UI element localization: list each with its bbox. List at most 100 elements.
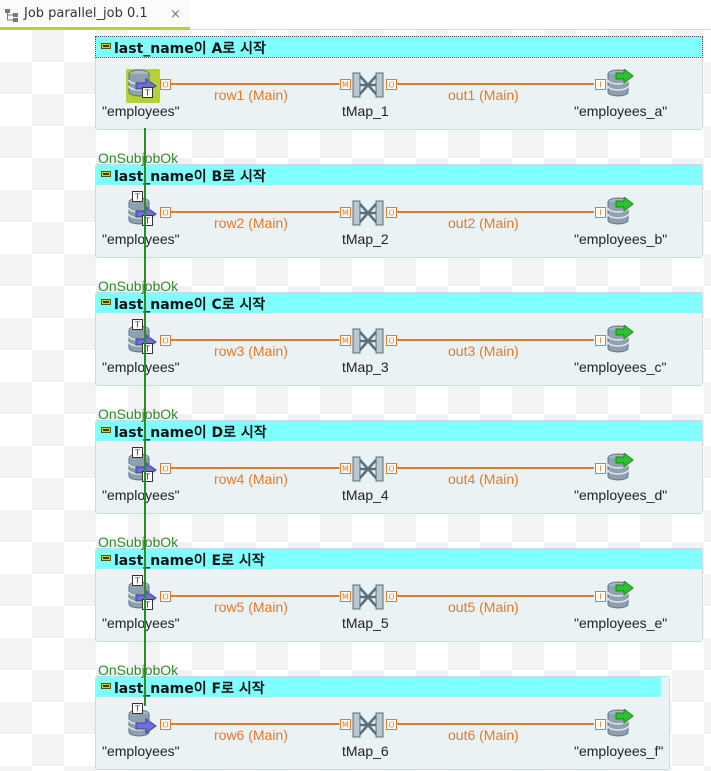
tmap-component[interactable] bbox=[351, 199, 385, 231]
svg-text:O: O bbox=[388, 721, 394, 730]
output-db-component[interactable] bbox=[605, 195, 639, 231]
tmap-component[interactable] bbox=[351, 455, 385, 487]
collapse-icon[interactable] bbox=[101, 427, 111, 433]
input-connector[interactable]: I bbox=[595, 463, 606, 474]
db-input-icon bbox=[128, 709, 157, 737]
svg-text:I: I bbox=[599, 81, 601, 90]
svg-text:T: T bbox=[144, 89, 150, 98]
tmap-component-label[interactable]: tMap_6 bbox=[342, 743, 389, 759]
tmap-component[interactable] bbox=[351, 583, 385, 615]
trigger-out-connector[interactable]: T bbox=[142, 471, 153, 482]
input-component-label[interactable]: "employees" bbox=[102, 359, 180, 375]
tmap-icon bbox=[352, 72, 384, 98]
output-db-component[interactable] bbox=[605, 579, 639, 615]
trigger-in-connector[interactable]: T bbox=[132, 191, 143, 202]
db-output-icon bbox=[607, 323, 634, 353]
trigger-out-connector[interactable]: T bbox=[142, 87, 153, 98]
subjob-header[interactable]: last_name이 C로 시작 bbox=[96, 293, 702, 313]
input-connector[interactable]: I bbox=[595, 335, 606, 346]
subjob-title: last_name이 E로 시작 bbox=[114, 553, 265, 569]
output-db-component[interactable] bbox=[605, 451, 639, 487]
row-link-label: row5 (Main) bbox=[214, 599, 288, 615]
input-db-component[interactable] bbox=[126, 709, 160, 743]
output-db-component[interactable] bbox=[605, 323, 639, 359]
trigger-in-connector[interactable]: T bbox=[132, 447, 143, 458]
svg-text:O: O bbox=[162, 465, 168, 474]
collapse-icon[interactable] bbox=[101, 555, 111, 561]
output-component-label[interactable]: "employees_c" bbox=[574, 359, 667, 375]
collapse-icon[interactable] bbox=[101, 171, 111, 177]
input-connector[interactable]: I bbox=[595, 79, 606, 90]
output-db-component[interactable] bbox=[605, 67, 639, 103]
tmap-icon bbox=[352, 456, 384, 482]
onsubjobok-trigger-label[interactable]: OnSubjobOk bbox=[98, 278, 179, 294]
svg-text:O: O bbox=[162, 593, 168, 602]
db-output-icon bbox=[607, 707, 634, 737]
tmap-component-label[interactable]: tMap_4 bbox=[342, 487, 389, 503]
close-icon[interactable]: × bbox=[170, 7, 181, 22]
input-connector[interactable]: I bbox=[595, 207, 606, 218]
map-input-connector[interactable]: M bbox=[340, 335, 351, 346]
tmap-component-label[interactable]: tMap_3 bbox=[342, 359, 389, 375]
input-component-label[interactable]: "employees" bbox=[102, 615, 180, 631]
trigger-in-connector[interactable]: T bbox=[132, 575, 143, 586]
svg-text:O: O bbox=[162, 209, 168, 218]
job-design-canvas[interactable] bbox=[0, 30, 711, 771]
output-component-label[interactable]: "employees_e" bbox=[574, 615, 668, 631]
db-output-icon bbox=[607, 579, 634, 609]
db-output-icon bbox=[607, 195, 634, 225]
onsubjobok-trigger-label[interactable]: OnSubjobOk bbox=[98, 406, 179, 422]
output-component-label[interactable]: "employees_d" bbox=[574, 487, 668, 503]
trigger-out-connector[interactable]: T bbox=[142, 343, 153, 354]
input-connector[interactable]: I bbox=[595, 591, 606, 602]
output-component-label[interactable]: "employees_f" bbox=[574, 743, 664, 759]
subjob-header[interactable]: last_name이 A로 시작 bbox=[95, 36, 703, 58]
trigger-in-connector[interactable]: T bbox=[132, 703, 143, 714]
input-component-label[interactable]: "employees" bbox=[102, 231, 180, 247]
trigger-in-connector[interactable]: T bbox=[132, 319, 143, 330]
input-component-label[interactable]: "employees" bbox=[102, 103, 180, 119]
subjob-header[interactable]: last_name이 E로 시작 bbox=[96, 549, 702, 569]
collapse-icon[interactable] bbox=[101, 43, 111, 49]
job-tab[interactable]: Job parallel_job 0.1 × bbox=[0, 0, 190, 30]
subjob-title: last_name이 A로 시작 bbox=[114, 41, 266, 57]
onsubjobok-trigger-label[interactable]: OnSubjobOk bbox=[98, 534, 179, 550]
map-input-connector[interactable]: M bbox=[340, 79, 351, 90]
tmap-component[interactable] bbox=[351, 327, 385, 359]
tmap-component-label[interactable]: tMap_5 bbox=[342, 615, 389, 631]
input-component-label[interactable]: "employees" bbox=[102, 487, 180, 503]
output-db-component[interactable] bbox=[605, 707, 639, 743]
row-link-label: row6 (Main) bbox=[214, 727, 288, 743]
input-connector[interactable]: I bbox=[595, 719, 606, 730]
row-link-label: row2 (Main) bbox=[214, 215, 288, 231]
map-input-connector[interactable]: M bbox=[340, 591, 351, 602]
svg-text:I: I bbox=[599, 721, 601, 730]
subjob-2[interactable]: last_name이 B로 시작 O M O I T T"employees"r… bbox=[95, 164, 703, 258]
svg-text:T: T bbox=[134, 705, 140, 714]
trigger-out-connector[interactable]: T bbox=[142, 599, 153, 610]
output-component-label[interactable]: "employees_a" bbox=[574, 103, 668, 119]
map-input-connector[interactable]: M bbox=[340, 719, 351, 730]
onsubjobok-trigger-label[interactable]: OnSubjobOk bbox=[98, 662, 179, 678]
db-output-icon bbox=[607, 67, 634, 97]
subjob-header[interactable]: last_name이 B로 시작 bbox=[96, 165, 702, 185]
output-component-label[interactable]: "employees_b" bbox=[574, 231, 668, 247]
collapse-icon[interactable] bbox=[101, 299, 111, 305]
svg-text:O: O bbox=[388, 337, 394, 346]
tmap-component-label[interactable]: tMap_2 bbox=[342, 231, 389, 247]
svg-text:M: M bbox=[342, 721, 349, 730]
input-component-label[interactable]: "employees" bbox=[102, 743, 180, 759]
subjob-header[interactable]: last_name이 F로 시작 bbox=[96, 677, 661, 697]
subjob-header[interactable]: last_name이 D로 시작 bbox=[96, 421, 702, 441]
subjob-title: last_name이 C로 시작 bbox=[114, 297, 266, 313]
onsubjobok-trigger-label[interactable]: OnSubjobOk bbox=[98, 150, 179, 166]
map-input-connector[interactable]: M bbox=[340, 207, 351, 218]
collapse-icon[interactable] bbox=[101, 683, 111, 689]
map-input-connector[interactable]: M bbox=[340, 463, 351, 474]
tmap-component[interactable] bbox=[351, 711, 385, 743]
tmap-component-label[interactable]: tMap_1 bbox=[342, 103, 389, 119]
tmap-component[interactable] bbox=[351, 71, 385, 103]
subjob-title: last_name이 F로 시작 bbox=[114, 681, 265, 697]
trigger-out-connector[interactable]: T bbox=[142, 215, 153, 226]
svg-text:O: O bbox=[162, 81, 168, 90]
